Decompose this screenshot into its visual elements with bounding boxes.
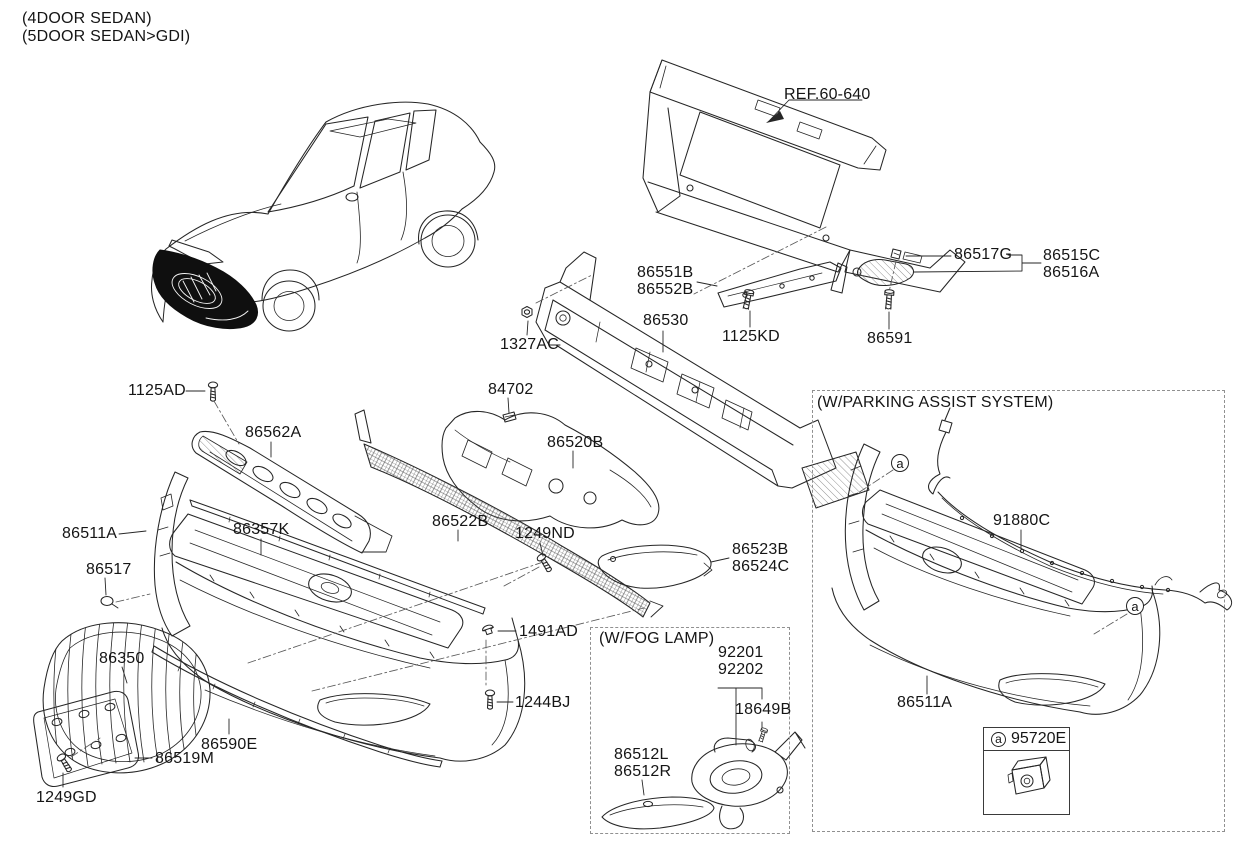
nut-1327AC-icon: [521, 305, 533, 319]
front-bumper-cover-drawing: [153, 471, 526, 762]
part-label-1244BJ: 1244BJ: [515, 694, 571, 711]
part-label-86515C-86516A: 86515C 86516A: [1043, 247, 1101, 281]
part-label-91880C: 91880C: [993, 512, 1051, 529]
part-label-86551B-86552B: 86551B 86552B: [637, 264, 694, 298]
part-label-86517G: 86517G: [954, 246, 1013, 263]
parking-assist-section-box: [812, 390, 1225, 832]
part-label-86512L-86512R: 86512L 86512R: [614, 746, 672, 780]
part-label-86530: 86530: [643, 312, 689, 329]
sensor-legend-box: a 95720E: [983, 727, 1070, 815]
part-label-1491AD: 1491AD: [519, 623, 579, 640]
part-label-92201-92202: 92201 92202: [718, 644, 764, 678]
sensor-holder-drawing: [852, 259, 915, 287]
part-label-86523B-86524C: 86523B 86524C: [732, 541, 790, 575]
variant-title-line2: (5DOOR SEDAN>GDI): [22, 28, 191, 45]
screw-1125AD-icon: [207, 381, 219, 402]
grille-reinforcement-drawing: [191, 430, 393, 554]
leader-lines: [62, 99, 1042, 796]
callout-marker-a-1: a: [891, 454, 909, 472]
part-label-86591: 86591: [867, 330, 913, 347]
clip-1491AD-icon: [481, 623, 496, 636]
radiator-support-drawing: [642, 59, 966, 293]
parking-sensor-icon: [1007, 756, 1051, 795]
clip-84702-icon: [502, 411, 517, 423]
part-label-86519M: 86519M: [155, 750, 215, 767]
chrome-molding-drawing: [189, 499, 486, 615]
part-label-86511A: 86511A: [62, 525, 118, 542]
part-label-86511A-parking: 86511A: [897, 694, 953, 711]
fog-lamp-section-title: (W/FOG LAMP): [599, 630, 715, 647]
part-label-84702: 84702: [488, 381, 534, 398]
part-label-1125AD: 1125AD: [128, 382, 186, 399]
fog-lamp-drawing: [691, 731, 806, 830]
part-label-1125KD: 1125KD: [722, 328, 780, 345]
part-label-1249ND: 1249ND: [515, 525, 575, 542]
parking-harness-drawing: [928, 407, 1233, 611]
parking-assist-section-title: (W/PARKING ASSIST SYSTEM): [817, 394, 1054, 411]
bolt-86591-icon: [883, 288, 895, 310]
part-label-86350: 86350: [99, 650, 145, 667]
callout-marker-a-legend: a: [991, 731, 1006, 747]
bumper-beam-drawing: [535, 251, 870, 509]
part-label-86590E: 86590E: [201, 736, 258, 753]
part-label-86562A: 86562A: [245, 424, 302, 441]
license-plate-bracket-drawing: [33, 690, 139, 787]
sensor-legend-header: a 95720E: [984, 728, 1069, 751]
bumper-side-trim-drawing: [597, 544, 713, 589]
variant-title-line1: (4DOOR SEDAN): [22, 10, 152, 27]
fog-lamp-cover-drawing: [601, 796, 715, 830]
construction-lines: [70, 226, 1128, 758]
part-label-1327AC: 1327AC: [500, 336, 560, 353]
part-label-86522B: 86522B: [432, 513, 489, 530]
mesh-grille-drawing: [354, 409, 664, 618]
ref-label: REF.60-640: [784, 86, 871, 103]
part-label-86357K: 86357K: [233, 521, 290, 538]
callout-marker-a-2: a: [1126, 597, 1144, 615]
radiator-grille-drawing: [42, 622, 211, 774]
part-label-86517: 86517: [86, 561, 132, 578]
part-label-86520B: 86520B: [547, 434, 604, 451]
part-label-1249GD: 1249GD: [36, 789, 97, 806]
beam-bracket-drawing: [717, 261, 848, 308]
ref-arrowhead: [766, 111, 784, 123]
clip-86517G-icon: [890, 248, 902, 260]
vehicle-illustration: [151, 101, 496, 332]
part-label-95720E: 95720E: [1011, 730, 1067, 747]
part-label-18649B: 18649B: [735, 701, 792, 718]
fog-lamp-section-box: [590, 627, 790, 834]
plug-86517-icon: [100, 595, 119, 609]
parking-bumper-drawing: [831, 443, 1161, 715]
screw-1244BJ-icon: [484, 689, 496, 710]
